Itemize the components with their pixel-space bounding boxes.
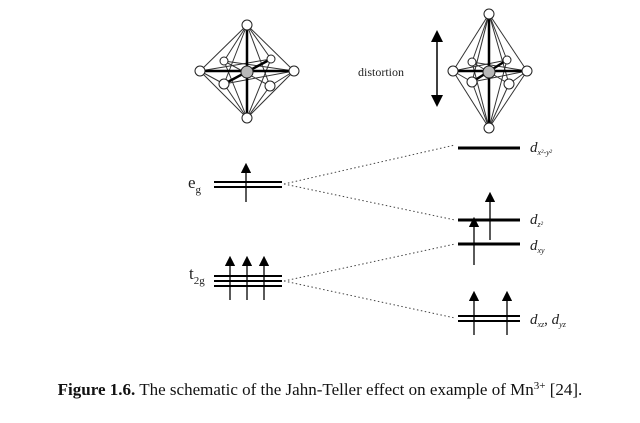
level-dxz-dyz bbox=[458, 290, 520, 335]
distortion-label: distortion bbox=[358, 65, 404, 79]
label-dx2y2: dx²-y² bbox=[530, 140, 553, 157]
octahedron-regular bbox=[199, 24, 295, 119]
level-t2g bbox=[214, 255, 282, 300]
caption-text: The schematic of the Jahn-Teller effect … bbox=[135, 380, 534, 399]
level-eg bbox=[214, 162, 282, 202]
label-dz2: dz² bbox=[530, 212, 544, 229]
octahedron-distorted bbox=[452, 13, 528, 129]
octahedron-distorted-atoms bbox=[447, 8, 533, 134]
octahedron-regular-atoms bbox=[194, 19, 300, 124]
label-eg: eg bbox=[188, 173, 202, 196]
label-t2g: t2g bbox=[189, 264, 205, 287]
figure-caption: Figure 1.6. The schematic of the Jahn-Te… bbox=[0, 380, 640, 400]
caption-sup: 3+ bbox=[533, 380, 546, 392]
label-dxy: dxy bbox=[530, 238, 545, 255]
caption-label: Figure 1.6. bbox=[57, 380, 136, 399]
caption-ref: [24]. bbox=[545, 380, 583, 399]
label-dxz-dyz: dxz, dyz bbox=[530, 312, 567, 329]
dotted-connectors bbox=[283, 144, 456, 319]
